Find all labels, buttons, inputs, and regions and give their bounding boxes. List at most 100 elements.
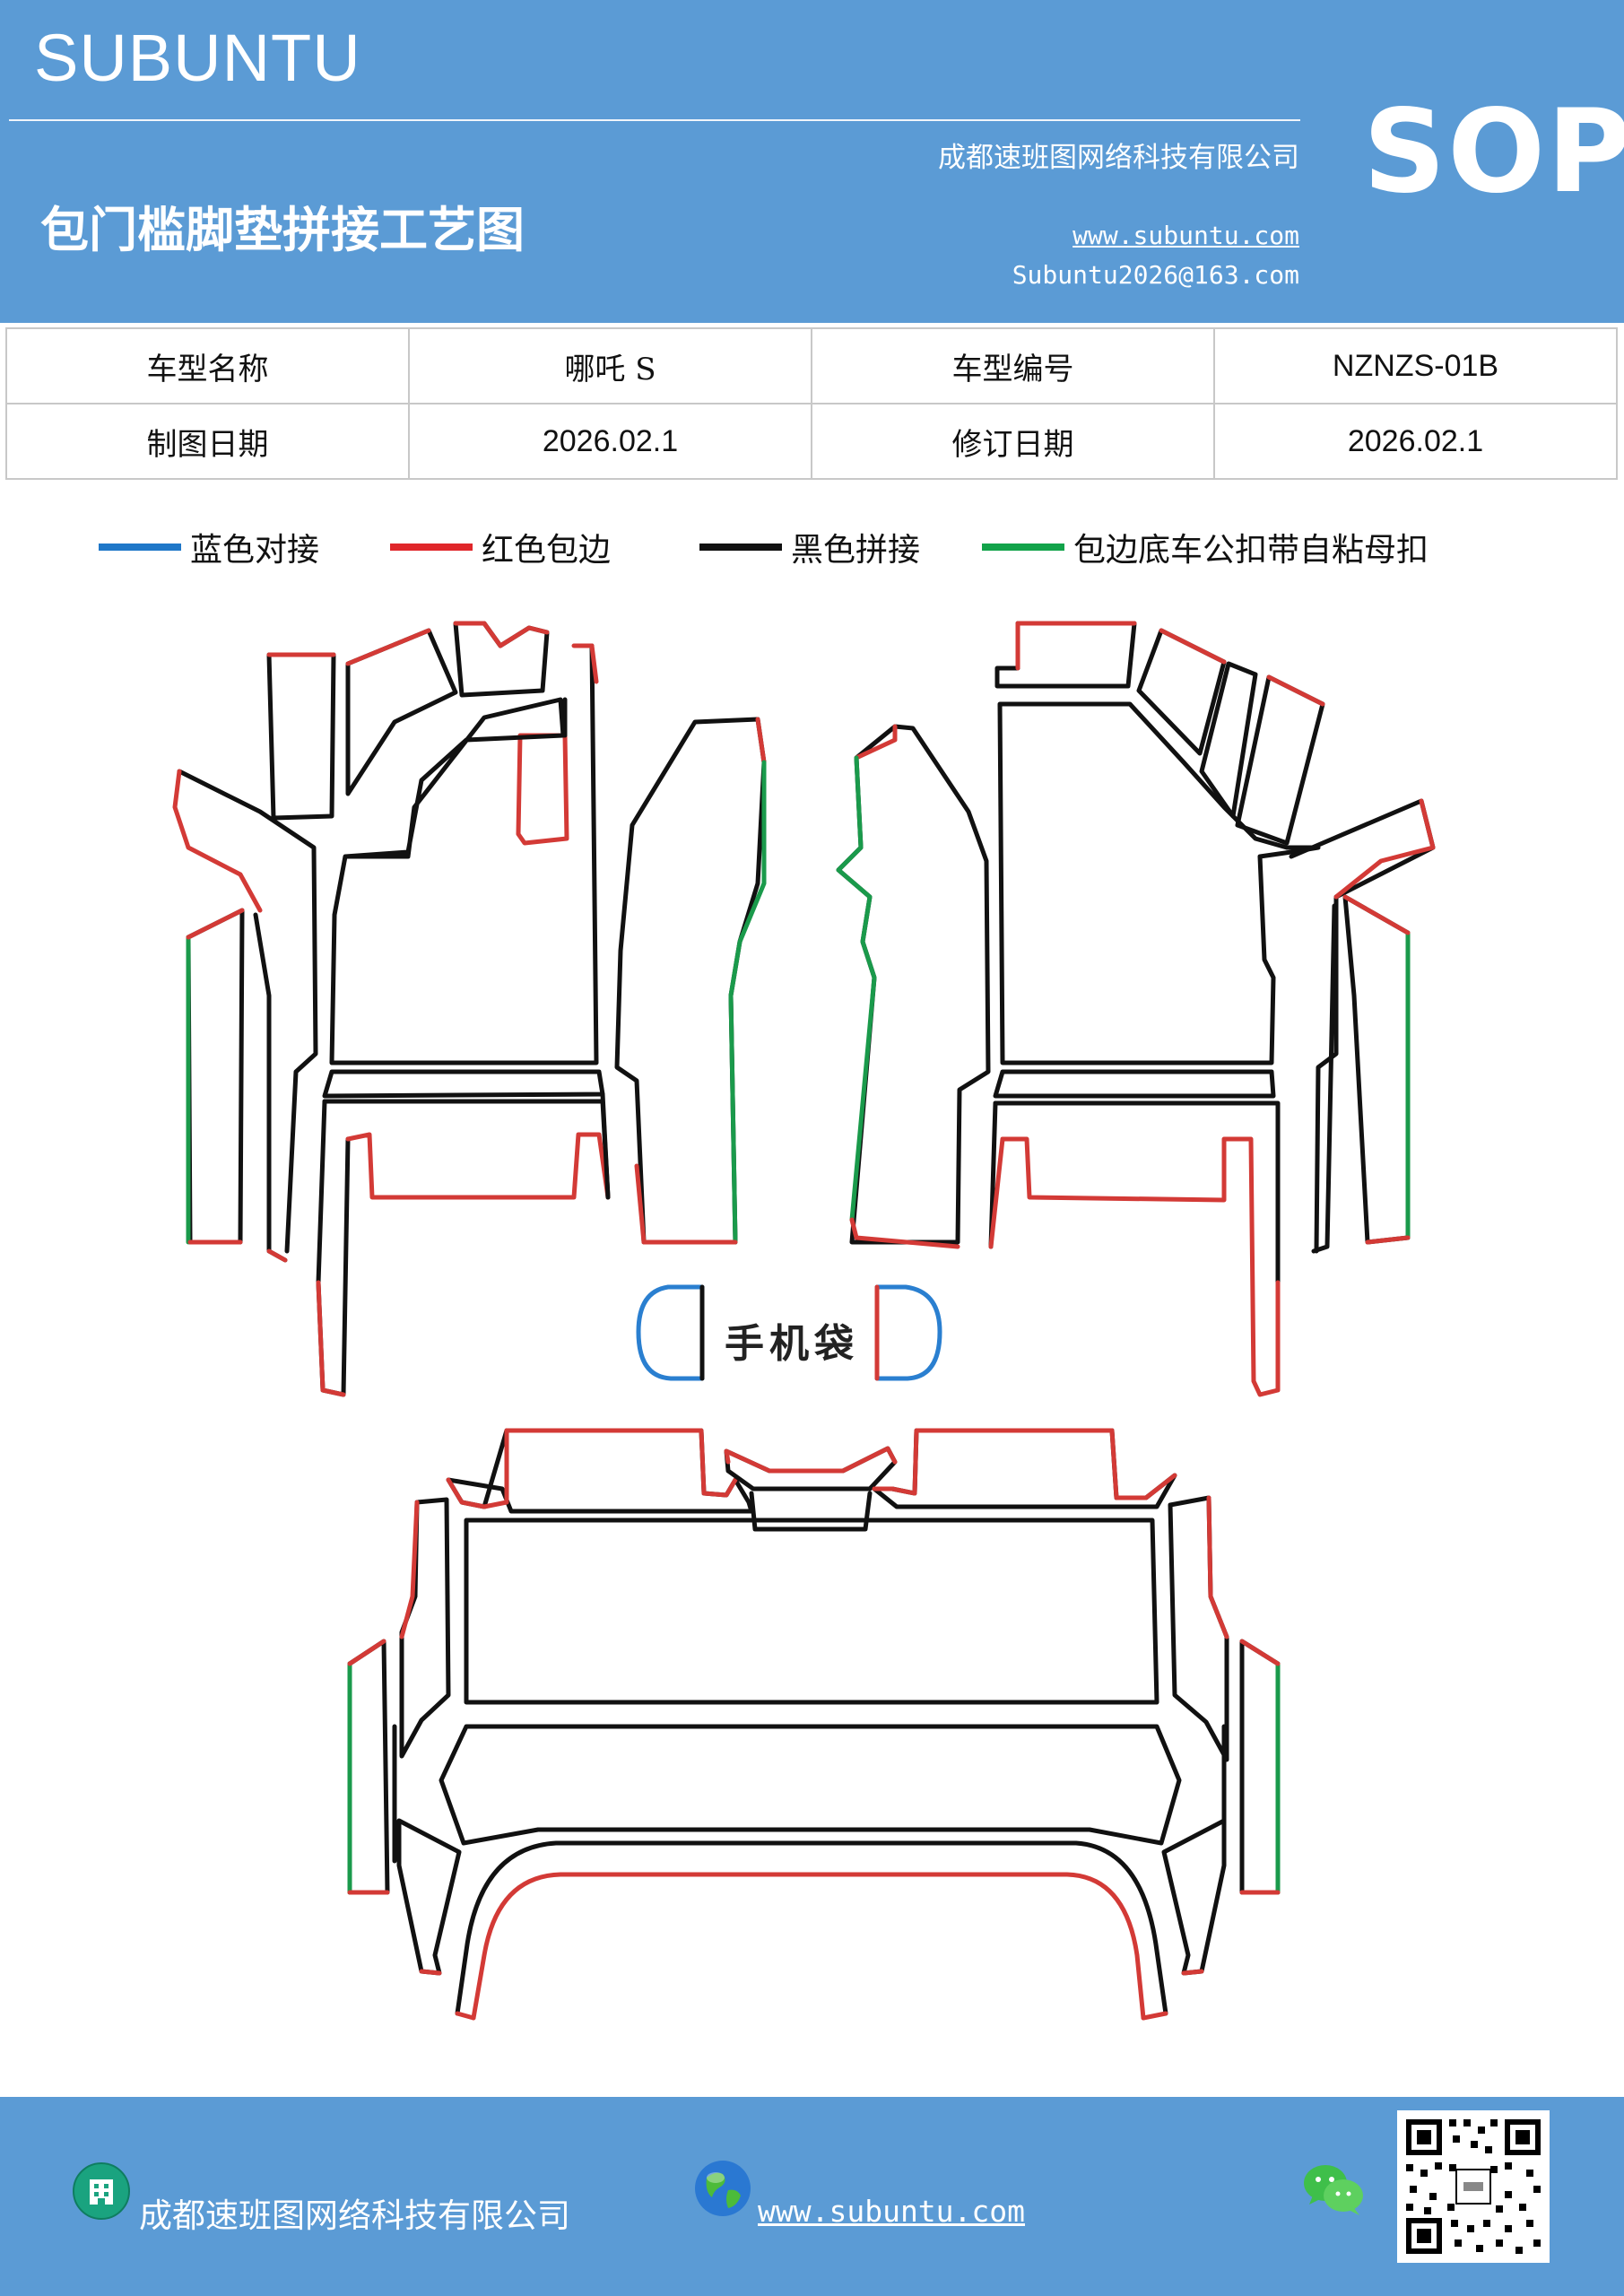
red-edge [854,724,898,761]
red-edge [1365,1235,1411,1245]
header-banner [0,0,1624,323]
revise-date-value: 2026.02.1 [1213,403,1618,480]
right-inner-sill [1311,903,1337,1254]
right-middle-bar [993,1069,1276,1099]
wechat-icon [1304,2165,1363,2215]
qr-code[interactable] [1397,2110,1550,2263]
rear-tab-right [872,1428,1177,1509]
legend-swatch [699,544,782,551]
red-edge [634,1163,647,1245]
left-center-strip [614,717,767,1245]
green-edge [728,760,767,1245]
red-edge [755,717,767,765]
red-edge [345,1132,611,1200]
footer-website-link[interactable]: www.subuntu.com [758,2194,1026,2229]
right-front-mat [988,621,1436,1397]
model-name-value: 哪吒 S [408,327,812,404]
sop-badge: SOP [1363,85,1624,219]
revise-date-label: 修订日期 [811,403,1215,480]
page-title: 包门槛脚垫拼接工艺图 [40,201,525,258]
table-row: 制图日期 2026.02.1 修订日期 2026.02.1 [5,403,1618,480]
red-edge [1239,1639,1281,1666]
rear-seat-area [464,1518,1159,1705]
left-pocket [636,1284,705,1381]
legend-swatch [390,544,473,551]
red-edge [872,1428,1177,1500]
footer-company: 成都速班图网络科技有限公司 [139,2196,570,2235]
rear-connector [749,1491,873,1532]
left-wing [177,769,318,1254]
model-name-label: 车型名称 [5,327,410,404]
header-divider [9,119,1300,121]
green-edge [836,755,877,1222]
model-code-label: 车型编号 [811,327,1215,404]
legend-label: 蓝色对接 [190,532,320,569]
left-inner-sill [253,912,288,1263]
red-edge [1181,1969,1204,1976]
rear-left-outer [347,1639,390,1895]
red-edge [446,1428,738,1509]
red-edge [316,1280,346,1397]
rear-tab-left [446,1428,754,1514]
left-main-body [329,643,599,1065]
legend-label: 包边底车公扣带自粘母扣 [1073,532,1429,569]
red-edge [266,1248,288,1263]
red-edge [399,1500,420,1639]
legend-label: 红色包边 [482,532,612,569]
rear-lower-panel [439,1724,1182,1846]
header-company: 成都速班图网络科技有限公司 [938,142,1299,174]
globe-icon [695,2161,751,2216]
red-edge [988,1136,1281,1397]
red-edge [571,643,599,684]
pedal-cutout [516,733,569,846]
red-edge [172,769,263,913]
legend-swatch [982,544,1064,551]
phone-pocket-label: 手机袋 [725,1321,859,1367]
red-edge [724,1446,898,1474]
header-email: Subuntu2026@163.com [1012,260,1299,290]
legend-item-blue: 蓝色对接 [99,520,319,574]
red-edge [1141,2011,1168,2021]
right-main-body [997,701,1321,1065]
left-outer-sill [186,908,245,1245]
center-strip-outline [614,717,767,1245]
red-edge [455,2011,476,2021]
left-rear-frame [322,1099,611,1200]
rear-bottom-left [396,1818,462,1976]
right-outer-sill [1342,894,1411,1245]
red-edge [1015,621,1137,671]
legend-item-green: 包边底车公扣带自粘母扣 [982,520,1429,574]
left-sill-connector [600,1091,611,1200]
phone-pockets [636,1284,942,1381]
rear-bottom-right [1161,1818,1227,1976]
legend-swatch [99,544,181,551]
draw-date-value: 2026.02.1 [408,403,812,480]
rear-left-side [399,1497,451,1759]
right-center-strip [836,724,991,1249]
red-edge [186,908,245,940]
rear-mat [347,1428,1281,2021]
red-edge [1333,798,1436,900]
rear-right-side [1168,1495,1229,1762]
draw-date-label: 制图日期 [5,403,410,480]
right-rear-frame [993,1100,1281,1285]
rear-bottom-arch-outer [455,1840,1168,2016]
legend-label: 黑色拼接 [791,532,921,569]
red-edge [347,1639,386,1666]
building-icon [73,2162,130,2220]
left-middle-bar [322,1069,605,1099]
red-edge [849,1217,960,1249]
table-row: 车型名称 哪吒 S 车型编号 NZNZS-01B [5,327,1618,404]
red-edge [1266,674,1325,707]
red-edge [1342,894,1411,935]
header-website-link[interactable]: www.subuntu.com [1073,221,1299,250]
rear-right-outer [1239,1639,1281,1895]
brand-logo-text: SUBUNTU [34,21,361,95]
red-edge [1159,628,1227,665]
legend-item-red: 红色包边 [390,520,611,574]
red-edge [345,628,431,666]
red-edge [419,1969,442,1976]
model-code-value: NZNZS-01B [1213,327,1618,404]
legend-item-black: 黑色拼接 [699,520,920,574]
